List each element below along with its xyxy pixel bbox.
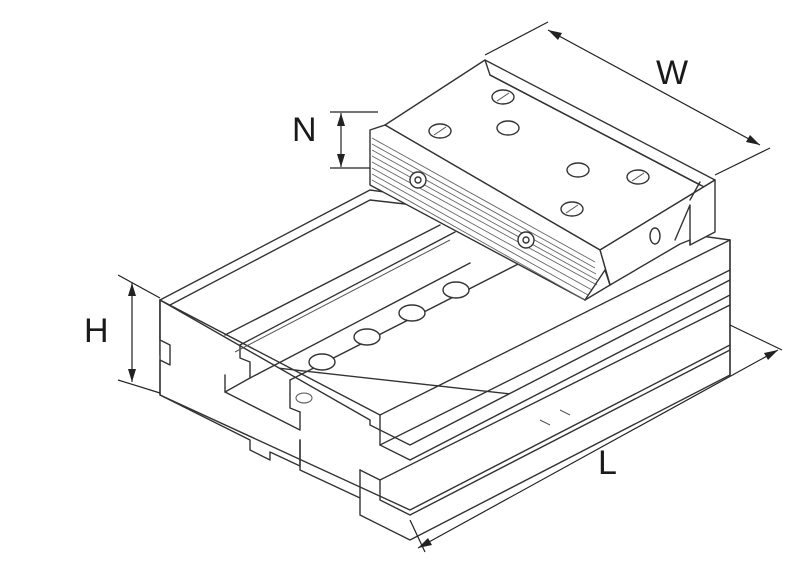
- lead-screw-rollers: [295, 281, 470, 404]
- movable-jaw: [369, 59, 716, 301]
- vise-channel: [169, 199, 531, 431]
- dimension-l: [409, 324, 783, 553]
- dimension-w: [484, 21, 771, 176]
- dimension-label-h: H: [84, 312, 109, 350]
- dimension-label-w: W: [656, 54, 689, 92]
- jaw-serrations: [371, 137, 598, 301]
- jaw-top-holes: [428, 89, 650, 217]
- dimension-label-l: L: [598, 444, 617, 482]
- dimension-n: [330, 111, 378, 169]
- dimension-h: [117, 274, 161, 394]
- dimension-label-n: N: [292, 111, 317, 149]
- jaw-screw: [409, 171, 427, 189]
- jaw-screw: [517, 231, 535, 249]
